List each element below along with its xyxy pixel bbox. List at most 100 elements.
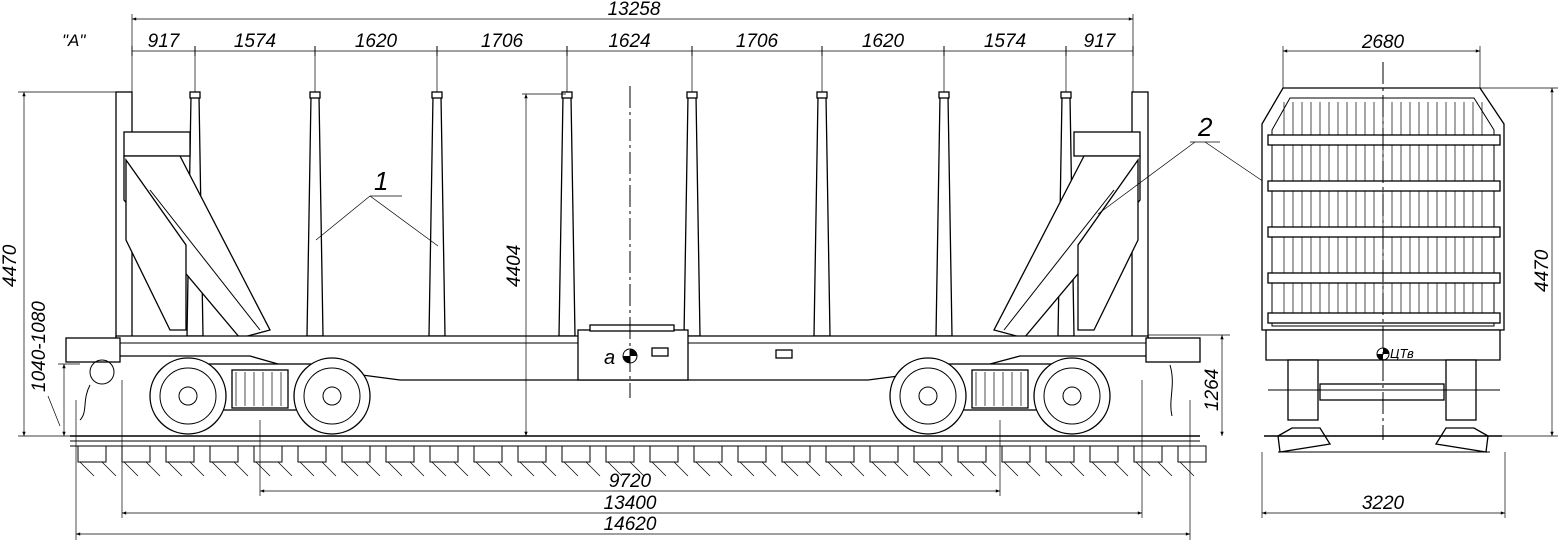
hatch-line <box>849 461 865 477</box>
sleeper <box>649 445 679 463</box>
stake-cap <box>938 91 950 99</box>
hatch-line <box>607 461 623 477</box>
bogies <box>149 357 1111 435</box>
wheel <box>293 357 371 435</box>
top-segment-label: 1706 <box>481 31 524 52</box>
hatch-line <box>937 461 953 477</box>
hatch-line <box>827 461 843 477</box>
hatch-line <box>1003 461 1019 477</box>
hatch-line <box>1135 461 1151 477</box>
cg-mark-label: ЦТв <box>1390 346 1414 361</box>
top-segment-label: 1620 <box>355 31 398 52</box>
sleeper <box>341 445 371 463</box>
wheel-rim <box>899 367 957 425</box>
hatch-line <box>761 461 777 477</box>
hatch-line <box>893 461 909 477</box>
sleeper <box>77 445 107 463</box>
hatch-line <box>563 461 579 477</box>
axle-box <box>178 386 198 406</box>
end-cg-mark <box>1376 347 1390 361</box>
height-left-label: 4470 <box>0 244 21 287</box>
sleeper <box>1177 445 1207 463</box>
right-coupler <box>1145 337 1201 417</box>
hatch-line <box>277 461 293 477</box>
end-cross-bar <box>1267 134 1501 146</box>
hatch-line <box>387 461 403 477</box>
bottom-9720-label: 9720 <box>609 471 652 492</box>
top-overall-label: 13258 <box>608 0 661 20</box>
end-cross-bar <box>1267 180 1501 192</box>
hatch-line <box>1157 461 1173 477</box>
center-mark-label: a <box>604 347 615 369</box>
wheel-rim <box>159 367 217 425</box>
left-coupler <box>65 337 121 421</box>
sleeper <box>1001 445 1031 463</box>
hatch-line <box>783 461 799 477</box>
sleeper <box>737 445 767 463</box>
hatch-line <box>959 461 975 477</box>
sleeper <box>825 445 855 463</box>
floor-height-label: 1264 <box>1202 369 1223 411</box>
stake <box>683 95 701 337</box>
sleeper <box>913 445 943 463</box>
end-top-width-label: 2680 <box>1361 32 1405 53</box>
stake <box>935 95 953 337</box>
sleeper <box>429 445 459 463</box>
stake-cap <box>309 91 321 99</box>
end-view: 2680 4470 3220 ЦТв <box>1261 32 1558 518</box>
hatch-line <box>915 461 931 477</box>
hatch-line <box>453 461 469 477</box>
hatch-line <box>871 461 887 477</box>
floor-height-dimension <box>1148 334 1230 436</box>
sleeper <box>165 445 195 463</box>
sleeper <box>693 445 723 463</box>
top-segment-label: 1574 <box>234 31 276 52</box>
hatch-line <box>409 461 425 477</box>
sleeper <box>561 445 591 463</box>
sleeper <box>781 445 811 463</box>
wheel <box>149 357 227 435</box>
hatch-line <box>981 461 997 477</box>
stake-cap <box>816 91 828 99</box>
stake-cap <box>561 91 573 99</box>
sleeper <box>1045 445 1075 463</box>
sleeper <box>385 445 415 463</box>
hatch-line <box>1091 461 1107 477</box>
stake-cap <box>189 91 201 99</box>
top-dimension-ticks <box>131 46 1134 92</box>
stake <box>558 95 576 337</box>
sleeper <box>517 445 547 463</box>
hatch-line <box>123 461 139 477</box>
sleeper <box>253 445 283 463</box>
hatch-line <box>497 461 513 477</box>
center-of-gravity-mark <box>622 348 638 364</box>
hatch-line <box>1113 461 1129 477</box>
hatch-line <box>343 461 359 477</box>
hatch-line <box>79 461 95 477</box>
hatch-line <box>519 461 535 477</box>
stake <box>428 95 446 337</box>
hatch-line <box>233 461 249 477</box>
end-cross-bar <box>1267 226 1501 238</box>
hatch-line <box>651 461 667 477</box>
end-cross-bar <box>1267 312 1501 324</box>
hatch-line <box>1025 461 1041 477</box>
stake-cap <box>431 91 443 99</box>
sleeper <box>209 445 239 463</box>
top-segment-label: 1574 <box>984 31 1026 52</box>
left-end-bulkhead <box>115 91 271 339</box>
spring-set <box>231 369 289 409</box>
top-segment-label: 917 <box>148 31 181 52</box>
sleeper <box>1133 445 1163 463</box>
sleeper <box>297 445 327 463</box>
top-segment-label: 1624 <box>608 31 650 52</box>
callout-2-label: 2 <box>1197 112 1213 142</box>
top-segment-label: 917 <box>1084 31 1117 52</box>
ballast-hatching <box>79 461 1195 477</box>
sleeper <box>121 445 151 463</box>
sleeper <box>869 445 899 463</box>
